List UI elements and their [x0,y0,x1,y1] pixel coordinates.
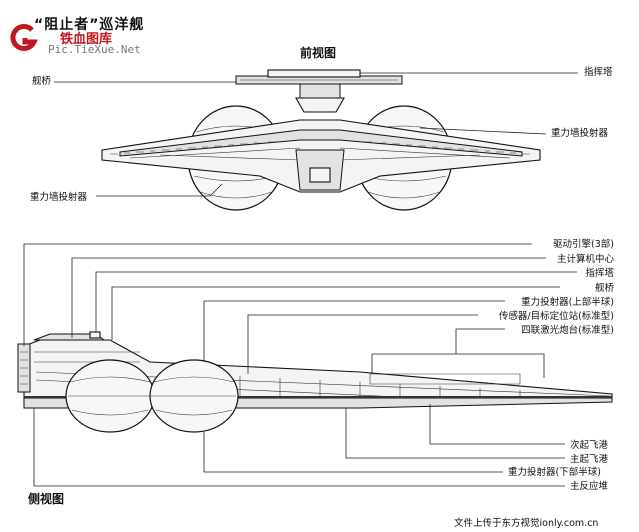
side-label-main-computer: 主计算机中心 [556,254,614,265]
front-label-gravity-projector-right: 重力墙投射器 [551,128,609,139]
leader-gravity-left [96,183,223,197]
front-label-gravity-projector-left: 重力墙投射器 [30,192,88,203]
watermark-logo-icon [10,24,38,52]
watermark-url: Pic.TieXue.Net [48,43,141,56]
side-label-main-hangar: 主起飞港 [570,454,609,465]
side-bridge [89,331,101,339]
front-hull-upper-band [119,129,523,157]
side-leader-lines [23,243,577,487]
front-hull-texture [110,141,530,155]
leader-command-tower [359,70,578,74]
side-label-drive-engines: 驱动引擎(3部) [553,239,614,250]
side-view-title: 侧视图 [28,492,65,506]
side-label-sensor-station: 传感器/目标定位站(标准型) [498,311,614,322]
side-label-quad-laser: 四联激光炮台(标准型) [521,325,614,336]
front-label-bridge: 舰桥 [32,76,52,87]
side-label-main-reactor: 主反应堆 [570,481,609,492]
side-label-command-tower: 指挥塔 [585,268,614,279]
front-view-title: 前视图 [300,46,337,60]
front-tower-lower [295,97,345,113]
watermark-logo-text: 铁血图库 [60,32,113,47]
front-tower-base [267,69,361,78]
front-label-command-tower: 指挥塔 [584,67,613,78]
bottom-watermark: 文件上传于东方视觉ionly.com.cn [452,515,601,529]
leader-gravity-right [419,127,547,135]
side-hull-texture [34,351,611,400]
front-keel-port [309,167,331,183]
side-label-secondary-hangar: 次起飞港 [570,440,609,451]
side-label-bridge: 舰桥 [594,283,614,294]
diagram-title: “阻止者”巡洋舰 [34,17,145,33]
side-label-gravity-upper: 重力投射器(上部半球) [521,297,614,308]
side-label-gravity-lower: 重力投射器(下部半球) [508,467,601,478]
